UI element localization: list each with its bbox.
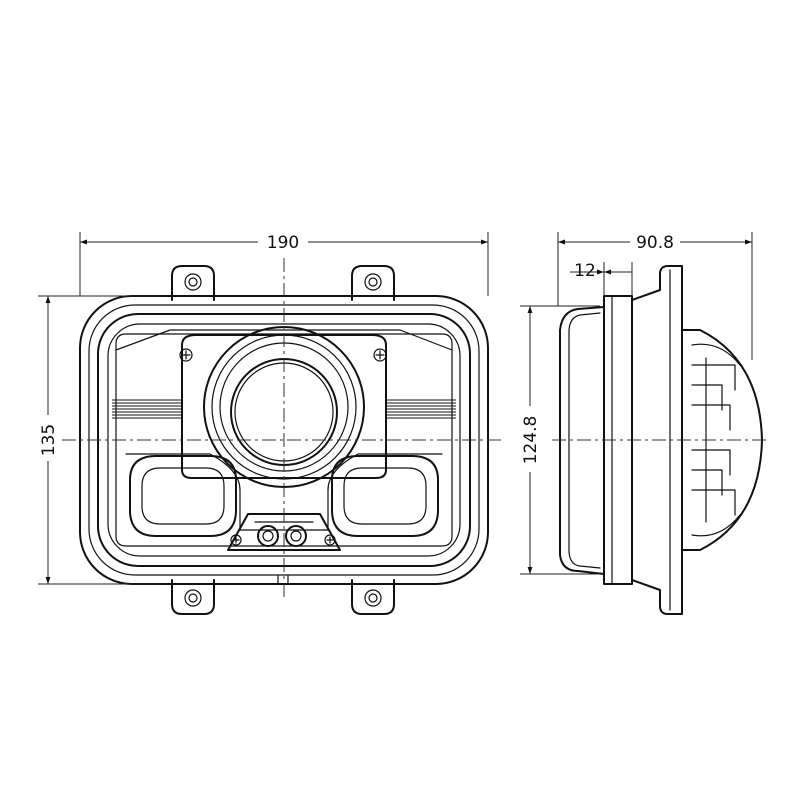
side-rim-label: 12	[574, 261, 596, 281]
front-view	[62, 258, 505, 615]
side-view	[552, 265, 768, 615]
screw-left	[179, 348, 193, 362]
center-reflector-housing	[181, 334, 387, 479]
front-height-label: 135	[39, 424, 59, 456]
side-lens-dome	[559, 306, 605, 575]
mount-tab-bottom-right	[351, 579, 395, 615]
side-rim-dimension: 12	[570, 261, 633, 296]
inner-bezel	[115, 333, 453, 547]
mount-tab-top-right	[351, 265, 395, 301]
screw-right	[373, 348, 387, 362]
mount-tab-top-left	[171, 265, 215, 301]
front-height-dimension: 135	[36, 295, 160, 585]
drl-bar-left	[112, 399, 182, 419]
side-height-label: 124.8	[521, 416, 541, 465]
side-mount-flange	[631, 265, 683, 615]
side-depth-dimension: 90.8	[557, 230, 753, 360]
low-beam-right	[331, 455, 439, 537]
front-width-dimension: 190	[79, 230, 489, 296]
side-cooling-fins	[691, 343, 741, 537]
side-height-dimension: 124.8	[518, 305, 600, 575]
side-depth-label: 90.8	[636, 233, 674, 253]
drl-bar-right	[386, 399, 456, 419]
projector-ring-2	[211, 334, 357, 480]
low-beam-left	[129, 455, 237, 537]
center-led-bracket	[227, 513, 341, 551]
mount-tab-bottom-left	[171, 579, 215, 615]
front-width-label: 190	[267, 233, 299, 253]
